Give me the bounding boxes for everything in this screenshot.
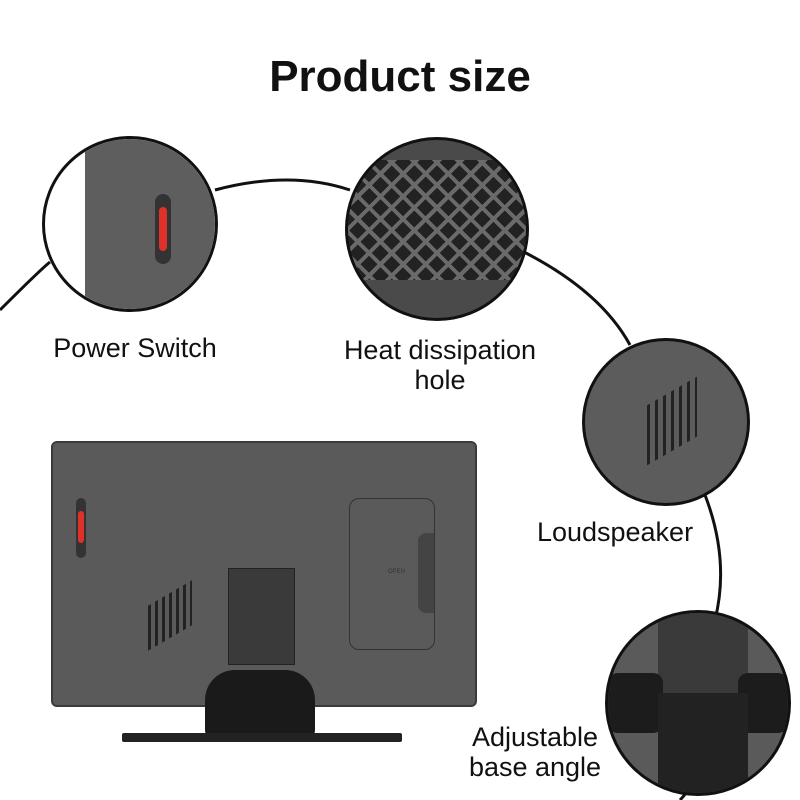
- mount-foot: [122, 733, 402, 742]
- open-label: OPEN: [388, 569, 406, 575]
- heat-dissipation-detail: [345, 137, 529, 321]
- base-angle-detail: [605, 610, 791, 796]
- speaker-grille-icon: [148, 580, 192, 651]
- page-title: Product size: [269, 52, 531, 101]
- loudspeaker-detail: [582, 338, 750, 506]
- heat-label-line2: hole: [414, 365, 466, 395]
- speaker-grille-icon: [647, 376, 697, 466]
- mount-bracket: [228, 568, 295, 665]
- base-angle-label: Adjustable base angle: [450, 722, 620, 782]
- power-switch-detail: [42, 136, 218, 312]
- adjust-label-line2: base angle: [468, 752, 602, 782]
- heat-label-line1: Heat dissipation: [343, 335, 537, 365]
- loudspeaker-label: Loudspeaker: [536, 517, 694, 547]
- monitor-back: OPEN: [51, 441, 477, 707]
- power-switch-red-icon: [78, 511, 84, 543]
- power-switch-icon: [159, 207, 167, 251]
- heat-dissipation-label: Heat dissipation hole: [320, 335, 560, 395]
- power-switch-label: Power Switch: [53, 333, 217, 363]
- mount-base: [205, 670, 315, 740]
- adjust-label-line1: Adjustable: [471, 722, 599, 752]
- battery-cover: OPEN: [349, 498, 435, 650]
